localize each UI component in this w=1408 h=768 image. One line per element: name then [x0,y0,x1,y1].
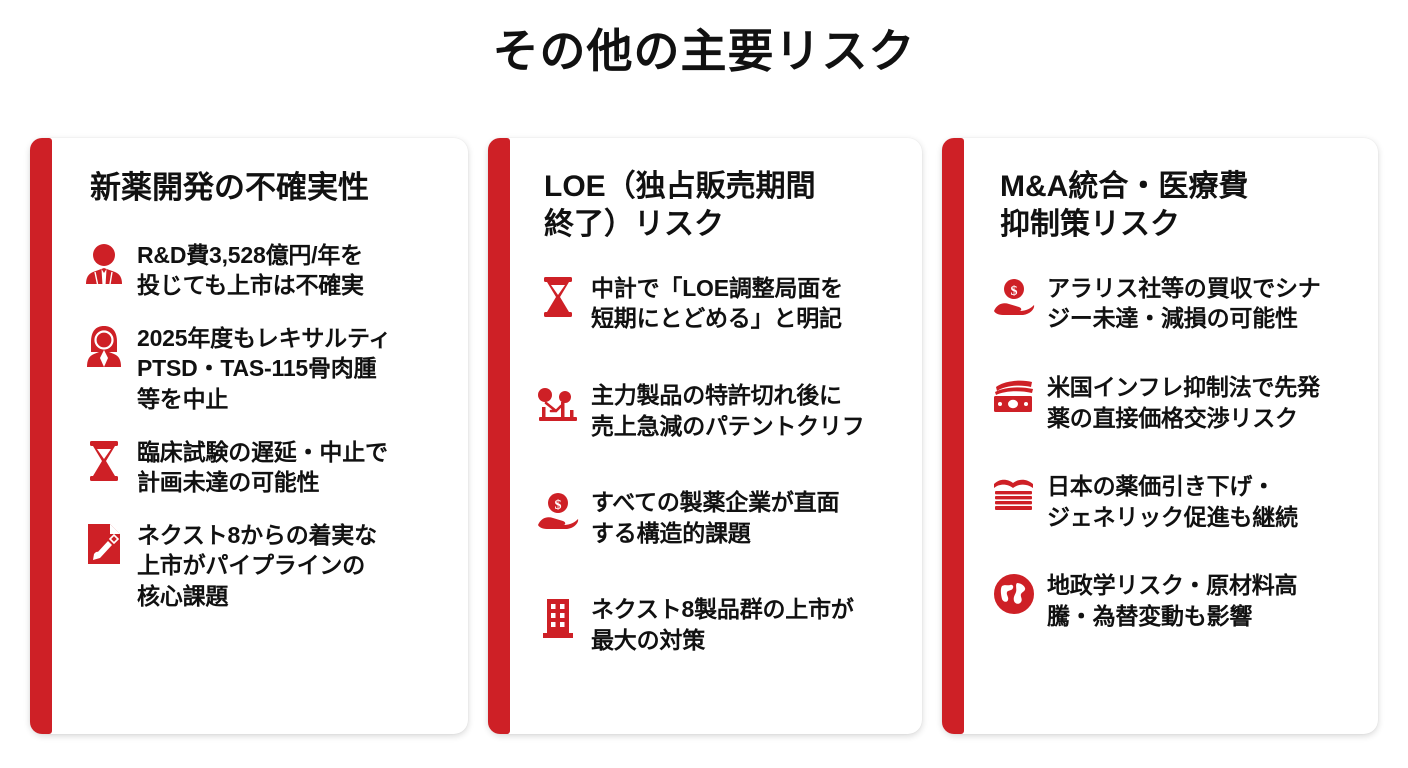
card-accent-bar [488,138,510,734]
card-accent-bar [30,138,52,734]
building-icon [536,594,580,642]
risk-item-list: $ アラリス社等の買収でシナ ジー未達・減損の可能性 [992,271,1360,632]
list-item: $ アラリス社等の買収でシナ ジー未達・減損の可能性 [992,271,1360,334]
list-item-text: 米国インフレ抑制法で先発 薬の直接価格交渉リスク [1047,373,1320,431]
list-item-text: 2025年度もレキサルティ PTSD・TAS-115骨肉腫 等を中止 [137,324,392,412]
list-item-text: 主力製品の特許切れ後に 売上急減のパテントクリフ [591,381,865,439]
list-item: 臨床試験の遅延・中止で 計画未達の可能性 [82,435,450,498]
svg-text:$: $ [555,498,562,513]
banknote-icon [992,372,1036,420]
list-item: $ すべての製薬企業が直面 する構造的課題 [536,485,904,548]
declining-chart-icon [536,380,580,428]
card-title: M&A統合・医療費 抑制策リスク [1000,170,1249,242]
hourglass-icon [82,437,126,485]
list-item: 2025年度もレキサルティ PTSD・TAS-115骨肉腫 等を中止 [82,321,450,415]
hand-coin-icon: $ [992,273,1036,321]
list-item-text: R&D費3,528億円/年を 投じても上市は不確実 [137,241,364,299]
hand-coin-icon: $ [536,487,580,535]
risk-card-1: 新薬開発の不確実性 R&D費3,528億円/年を 投じても上市は不確実 [30,138,468,734]
risk-item-list: R&D費3,528億円/年を 投じても上市は不確実 2025年度もレキサルティ … [82,238,450,612]
stacked-books-icon [992,471,1036,519]
list-item-text: アラリス社等の買収でシナ ジー未達・減損の可能性 [1047,274,1321,332]
list-item: 中計で「LOE調整局面を 短期にとどめる」と明記 [536,271,904,334]
list-item: 米国インフレ抑制法で先発 薬の直接価格交渉リスク [992,370,1360,433]
businessman-icon [82,240,126,288]
list-item-text: ネクスト8製品群の上市が 最大の対策 [591,596,854,653]
card-accent-bar [942,138,964,734]
list-item-text: 日本の薬価引き下げ・ ジェネリック促進も継続 [1047,473,1298,530]
list-item: ネクスト8製品群の上市が 最大の対策 [536,592,904,655]
list-item-text: 臨床試験の遅延・中止で 計画未達の可能性 [137,438,388,496]
list-item: R&D費3,528億円/年を 投じても上市は不確実 [82,238,450,301]
risk-card-2: LOE（独占販売期間 終了）リスク 中計で「LOE調整局面を 短期にとどめる」と… [488,138,922,734]
svg-text:$: $ [1011,284,1018,299]
list-item: 地政学リスク・原材料高 騰・為替変動も影響 [992,568,1360,631]
list-item-text: 中計で「LOE調整局面を 短期にとどめる」と明記 [591,274,843,332]
card-title: LOE（独占販売期間 終了）リスク [544,170,816,242]
globe-icon [992,570,1036,618]
list-item: ネクスト8からの着実な 上市がパイプラインの 核心課題 [82,518,450,612]
document-pen-icon [82,520,126,568]
card-title: 新薬開発の不確実性 [90,170,369,205]
page-title: その他の主要リスク [492,25,916,77]
hourglass-icon [536,273,580,321]
list-item-text: すべての製薬企業が直面 する構造的課題 [591,489,840,546]
list-item: 主力製品の特許切れ後に 売上急減のパテントクリフ [536,378,904,441]
risk-item-list: 中計で「LOE調整局面を 短期にとどめる」と明記 [536,271,904,656]
female-researcher-icon [82,323,126,371]
list-item: 日本の薬価引き下げ・ ジェネリック促進も継続 [992,469,1360,532]
risk-card-3: M&A統合・医療費 抑制策リスク $ アラリス社等の買収でシナ ジー未達・減損の… [942,138,1378,734]
list-item-text: ネクスト8からの着実な 上市がパイプラインの 核心課題 [137,521,377,609]
risk-cards-row: 新薬開発の不確実性 R&D費3,528億円/年を 投じても上市は不確実 [30,138,1378,734]
list-item-text: 地政学リスク・原材料高 騰・為替変動も影響 [1047,572,1298,629]
